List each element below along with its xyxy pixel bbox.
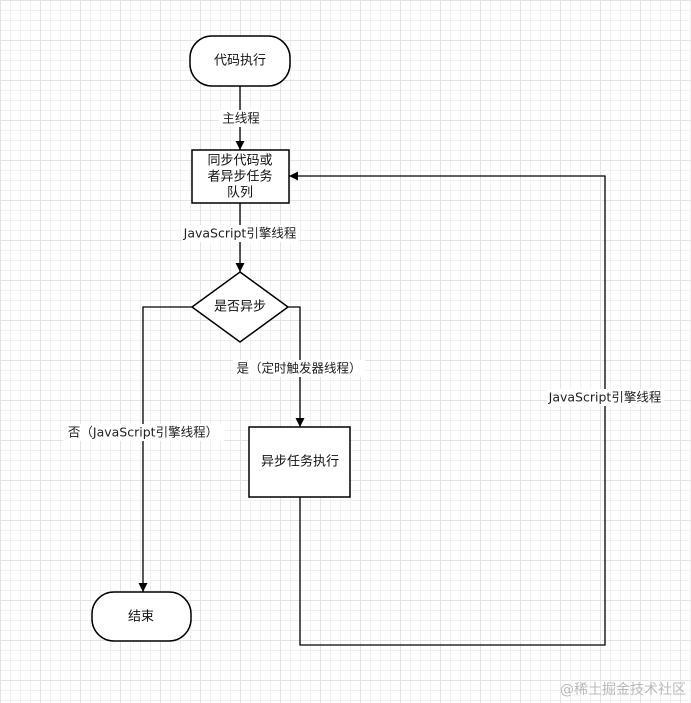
edge-label-text: 主线程 (222, 111, 260, 126)
decision-node-label: 是否异步 (214, 300, 266, 315)
end-node-label: 结束 (128, 610, 154, 625)
start-node-label: 代码执行 (214, 54, 266, 69)
edge-label-start-to-queue: 主线程 (219, 110, 263, 127)
queue-node-line-2: 者异步任务 (207, 169, 272, 185)
edge-loop-back (289, 171, 606, 646)
edge-label-text: 否（JavaScript引擎线程） (68, 425, 218, 440)
edge-decision-yes (288, 306, 305, 427)
edge-label-text: JavaScript引擎线程 (548, 390, 662, 405)
edge-label-decision-no: 否（JavaScript引擎线程） (63, 424, 224, 441)
start-node: 代码执行 (189, 35, 291, 87)
async-exec-node-label: 异步任务执行 (261, 454, 339, 470)
edge-label-decision-yes: 是（定时触发器线程） (233, 360, 365, 377)
queue-node-line-1: 同步代码或 (207, 154, 272, 169)
queue-node-line-3: 队列 (227, 186, 253, 201)
end-node: 结束 (91, 591, 192, 642)
edge-label-text: JavaScript引擎线程 (183, 226, 297, 241)
decision-node: 是否异步 (190, 271, 290, 343)
watermark: @稀土掘金技术社区 (560, 682, 686, 698)
edge-label-text: 是（定时触发器线程） (236, 361, 361, 376)
edge-label-loop-back: JavaScript引擎线程 (547, 389, 664, 406)
edge-decision-no (138, 306, 192, 592)
async-exec-node: 异步任务执行 (248, 426, 351, 498)
edge-label-queue-to-decision: JavaScript引擎线程 (182, 225, 299, 242)
queue-node: 同步代码或 者异步任务 队列 (191, 149, 290, 204)
